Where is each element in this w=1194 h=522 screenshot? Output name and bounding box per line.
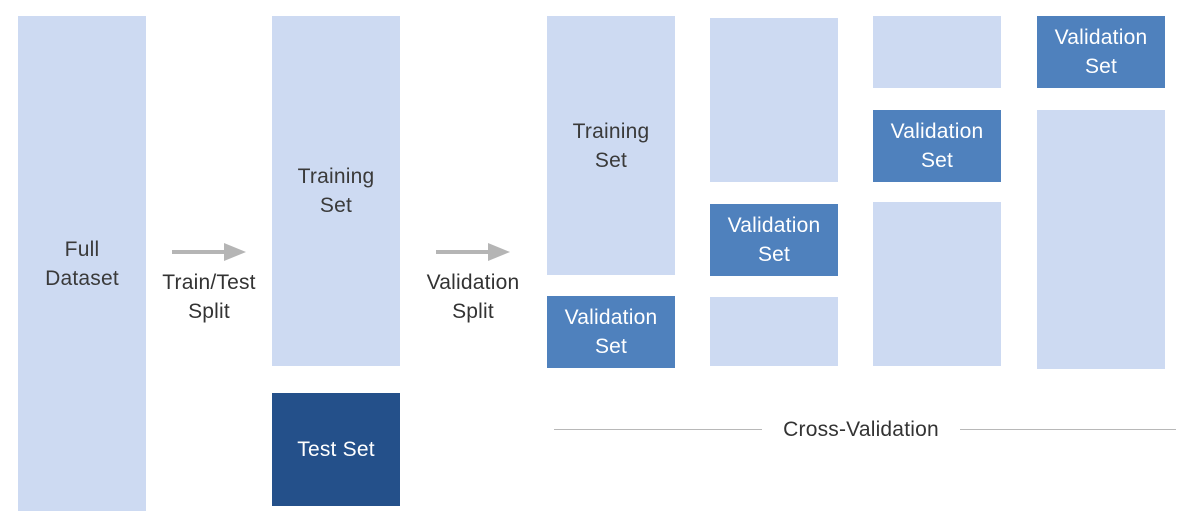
fold-1-training-block: Training Set [547, 16, 675, 275]
test-set-block: Test Set [272, 393, 400, 506]
fold-4-training-block [1037, 110, 1165, 369]
cross-validation-rule-right [960, 429, 1176, 430]
training-set-label: Training Set [297, 165, 375, 217]
fold-3-validation-label: Validation Set [890, 120, 984, 172]
train-test-split-label: Train/Test Split [162, 271, 256, 323]
train-test-arrow-icon [172, 243, 246, 261]
validation-split-arrow-icon [436, 243, 510, 261]
validation-split-label: Validation Split [426, 271, 520, 323]
fold-3-training-top-block [873, 16, 1001, 88]
full-dataset-block: Full Dataset [18, 16, 146, 511]
fold-2-validation-label: Validation Set [727, 214, 821, 266]
fold-4-validation-block: Validation Set [1037, 16, 1165, 88]
fold-1-validation-block: Validation Set [547, 296, 675, 368]
fold-1-validation-label: Validation Set [564, 306, 658, 358]
fold-2-training-top-block [710, 18, 838, 182]
fold-4-validation-label: Validation Set [1054, 26, 1148, 78]
fold-1-training-label: Training Set [572, 119, 650, 172]
fold-3-training-bottom-block [873, 202, 1001, 366]
fold-3-validation-block: Validation Set [873, 110, 1001, 182]
fold-2-training-bottom-block [710, 297, 838, 366]
cross-validation-label: Cross-Validation [783, 418, 939, 441]
full-dataset-label: Full Dataset [45, 237, 119, 290]
cross-validation-rule-left [554, 429, 762, 430]
test-set-label: Test Set [297, 438, 375, 461]
fold-2-validation-block: Validation Set [710, 204, 838, 276]
training-set-block: Training Set [272, 16, 400, 366]
